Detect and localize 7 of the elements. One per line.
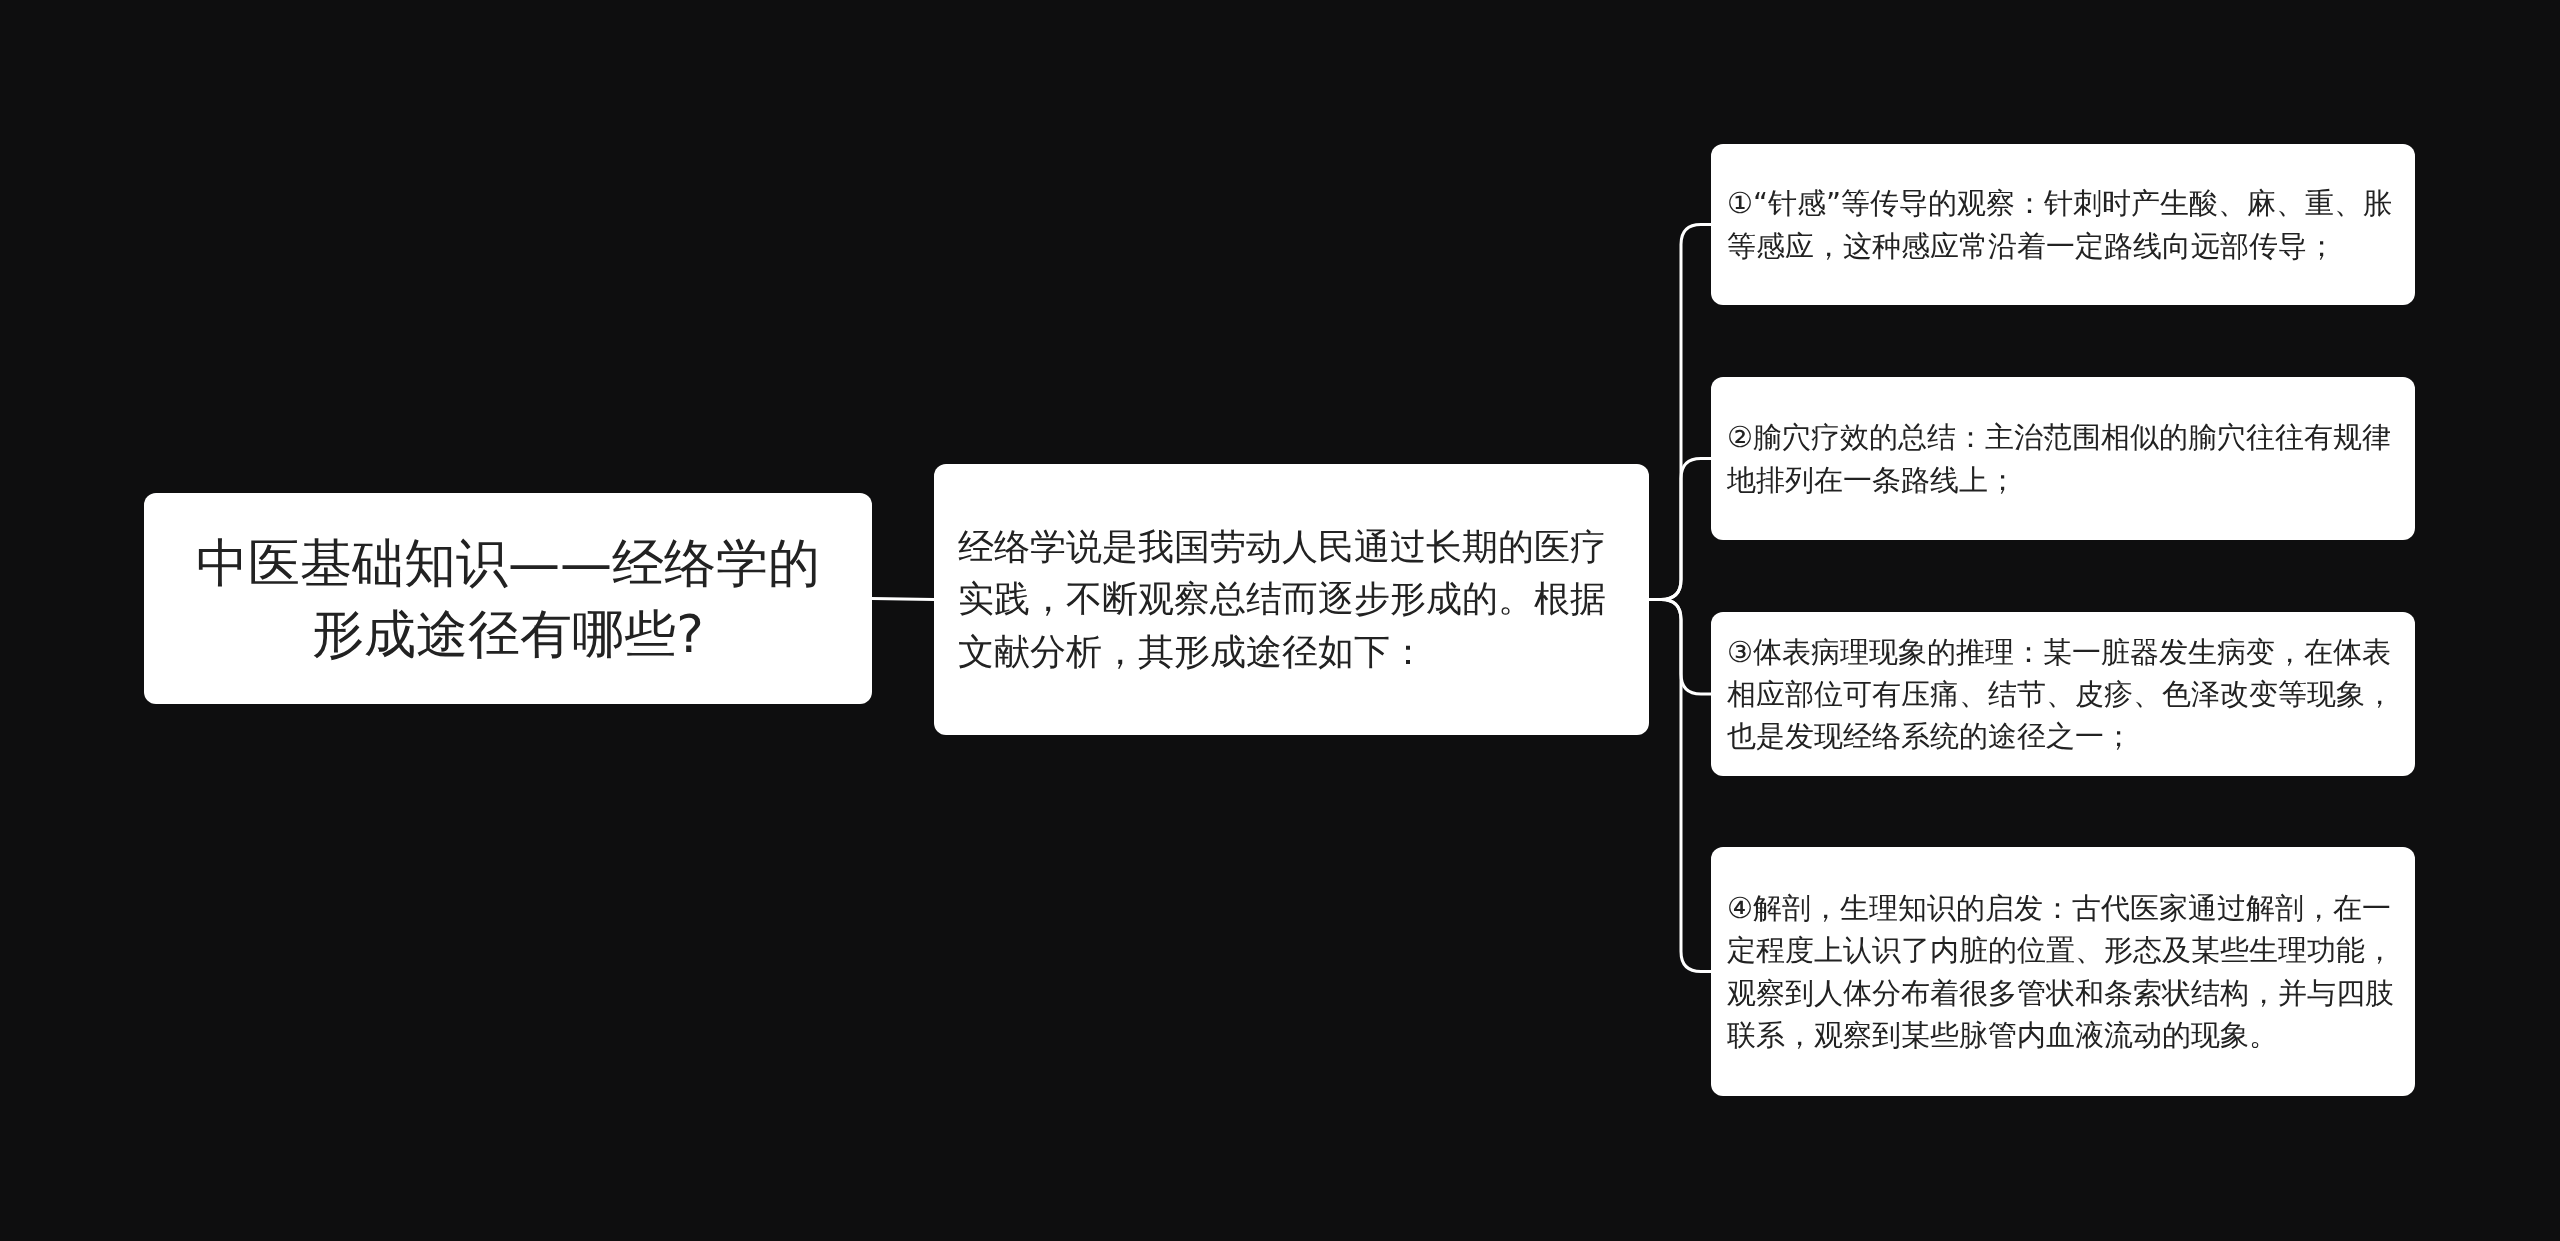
subtopic-box: ③体表病理现象的推理：某一脏器发生病变，在体表相应部位可有压痛、结节、皮疹、色泽改变等现象，也是发现经络系统的途径之一； xyxy=(1711,612,2415,776)
subtopic-box: ①“针感”等传导的观察：针刺时产生酸、麻、重、胀等感应，这种感应常沿着一定路线向远部传导； xyxy=(1711,144,2415,305)
topic-box: 经络学说是我国劳动人民通过长期的医疗实践，不断观察总结而逐步形成的。根据文献分析，其形成途径如下： xyxy=(934,464,1649,735)
subtopic-box: ④解剖，生理知识的启发：古代医家通过解剖，在一定程度上认识了内脏的位置、形态及某些生理功能，观察到人体分布着很多管状和条索状结构，并与四肢联系，观察到某些脉管内血液流动的现象。 xyxy=(1711,847,2415,1096)
connector-line xyxy=(871,597,935,601)
root-topic-box: 中医基础知识——经络学的形成途径有哪些? xyxy=(144,493,872,704)
subtopic-box: ②腧穴疗效的总结：主治范围相似的腧穴往往有规律地排列在一条路线上； xyxy=(1711,377,2415,540)
